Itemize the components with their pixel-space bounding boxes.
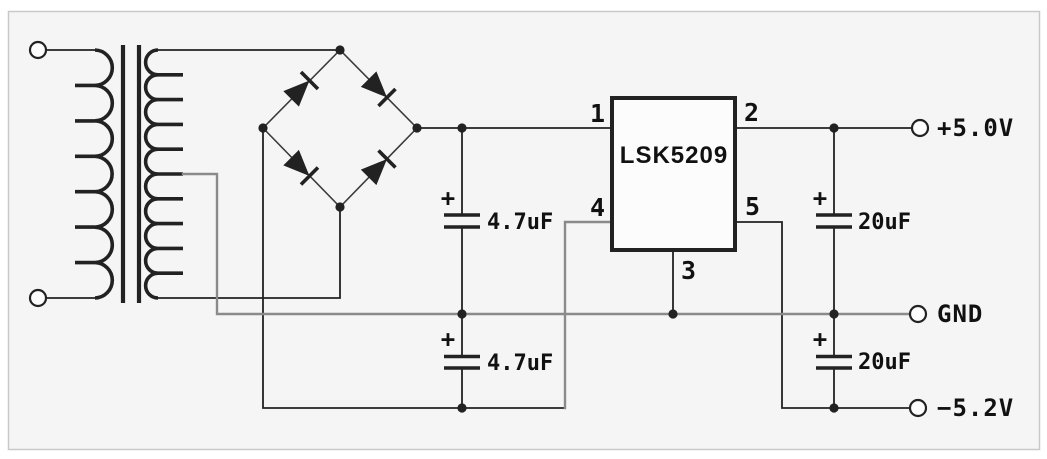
bridge-rectifier	[262, 48, 418, 209]
pin-5-label: 5	[745, 192, 760, 221]
cap-value-label: 20uF	[858, 350, 911, 375]
pin-4-label: 4	[590, 193, 605, 222]
polarity-plus: +	[441, 184, 455, 212]
terminal-minus5v2	[908, 398, 928, 418]
filter-cap-input-bottom: + 4.7uF	[441, 313, 553, 409]
filter-cap-output-bottom: + 20uF	[813, 313, 911, 409]
transformer	[28, 40, 183, 308]
terminal-minus5v2-label: −5.2V	[937, 394, 1014, 422]
cap-value-label: 4.7uF	[487, 351, 553, 376]
pin-1-label: 1	[590, 99, 605, 128]
transformer-core	[120, 45, 142, 303]
ac-input-terminal-top	[28, 40, 48, 60]
pin-2-label: 2	[744, 98, 759, 127]
terminal-gnd	[908, 304, 928, 324]
ground-rail	[181, 172, 912, 316]
diode-lower-left	[283, 149, 320, 186]
circuit-frame	[7, 10, 1041, 451]
ic-label: LSK5209	[620, 142, 728, 169]
primary-winding	[94, 48, 115, 300]
diode-upper-right	[360, 71, 397, 108]
polarity-plus: +	[813, 184, 827, 212]
diode-upper-left	[283, 70, 320, 107]
diode-lower-right	[360, 149, 397, 186]
ac-input-terminal-bottom	[28, 288, 48, 308]
terminal-plus5v-label: +5.0V	[937, 114, 1014, 142]
terminal-gnd-label: GND	[937, 300, 983, 328]
primary-winding-ticks	[75, 83, 95, 265]
secondary-winding-ticks	[158, 73, 183, 275]
ic-lsk5209: LSK5209 1 2 3 4 5	[590, 96, 760, 285]
pin4-wire	[563, 220, 614, 410]
junction-dots	[258, 45, 839, 413]
polarity-plus: +	[813, 325, 827, 353]
ac-wires	[157, 49, 341, 299]
polarity-plus: +	[441, 325, 455, 353]
filter-cap-output-top: + 20uF	[813, 127, 911, 315]
cap-value-label: 4.7uF	[487, 210, 553, 235]
ic-body	[610, 96, 737, 252]
pin-3-label: 3	[681, 256, 696, 285]
terminal-plus5v	[910, 118, 930, 138]
primary-leads	[45, 49, 96, 299]
filter-cap-input-top: + 4.7uF	[441, 127, 553, 315]
output-terminals: +5.0V GND −5.2V	[908, 114, 1014, 422]
cap-value-label: 20uF	[858, 210, 911, 235]
